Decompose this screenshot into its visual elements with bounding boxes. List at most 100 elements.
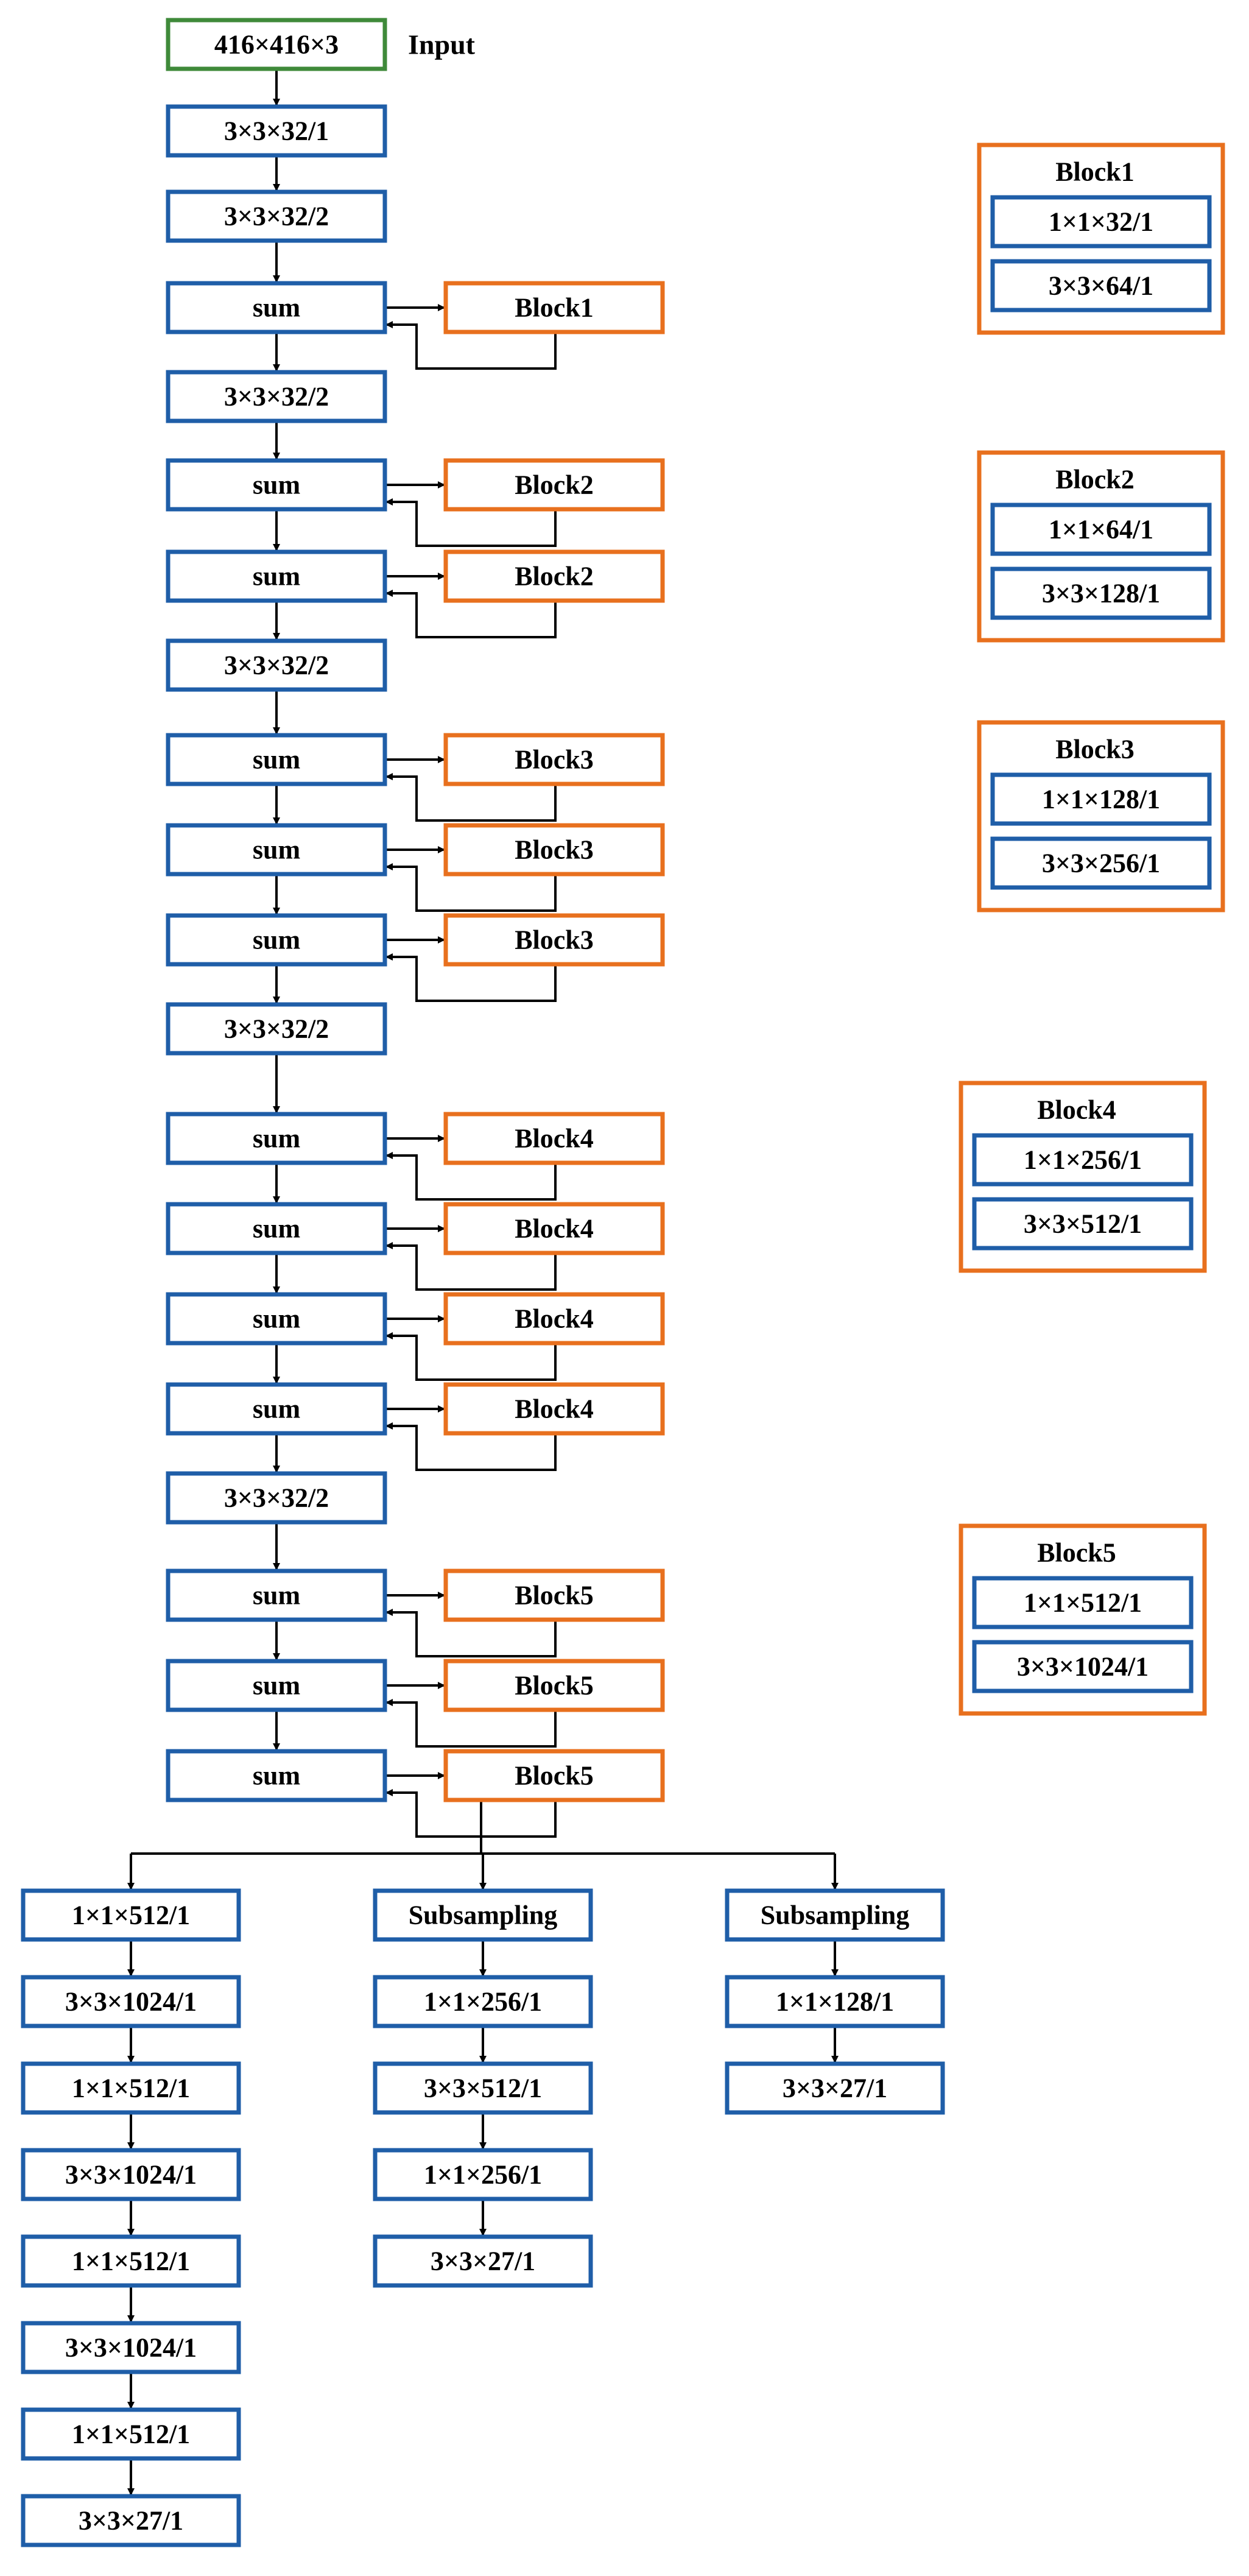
head1-layer-3-border (21, 2061, 241, 2115)
stage4-sum-3-label: sum (253, 1304, 300, 1334)
stage4-sum-4-border (166, 1382, 387, 1436)
legend-block3-layer-2-border (990, 836, 1212, 890)
legend-block1-layer-1-border (990, 195, 1212, 249)
head2-layer-2: 1×1×256/1 (373, 1975, 593, 2028)
stage3-sum-2-label: sum (253, 835, 300, 865)
input-box: 416×416×3 (166, 18, 387, 71)
head1-layer-4-border (21, 2148, 241, 2201)
head1-layer-5: 1×1×512/1 (21, 2234, 241, 2288)
head3-layer-2: 1×1×128/1 (725, 1975, 945, 2028)
head2-layer-1: Subsampling (373, 1888, 593, 1942)
stage3-sum-3-border (166, 913, 387, 967)
head1-layer-6-border (21, 2321, 241, 2374)
stage3-block-1: Block3 (443, 733, 665, 786)
stage1-block-1-border (443, 281, 665, 334)
legend-block4-layer-1: 1×1×256/1 (972, 1133, 1194, 1187)
stage4-block-4-label: Block4 (515, 1394, 594, 1424)
stage3-block-1-label: Block3 (515, 745, 594, 775)
stage4-sum-1: sum (166, 1112, 387, 1165)
stage1-block-1-label: Block1 (515, 293, 594, 323)
stage5-block-3-label: Block5 (515, 1761, 594, 1791)
stage4-block-3-label: Block4 (515, 1304, 594, 1334)
stage4-block-2-label: Block4 (515, 1214, 594, 1244)
stage5-sum-1: sum (166, 1569, 387, 1622)
legend-block4-layer-2-border (972, 1197, 1194, 1251)
stage5-sum-3-label: sum (253, 1761, 300, 1791)
legend-block2-layer-1-border (990, 503, 1212, 556)
legend-block4-layer-2-label: 3×3×512/1 (1024, 1209, 1142, 1239)
stage5-block-3: Block5 (443, 1749, 665, 1802)
head2-layer-4-label: 1×1×256/1 (424, 2160, 542, 2190)
stage5-sum-1-label: sum (253, 1581, 300, 1611)
stage4-sum-1-border (166, 1112, 387, 1165)
stage3-sum-1-residual-return-arrow (385, 773, 557, 822)
legend-block5-layer-2: 3×3×1024/1 (972, 1640, 1194, 1693)
head1-layer-6: 3×3×1024/1 (21, 2321, 241, 2374)
stage2-sum-2-label: sum (253, 562, 300, 591)
head1-layer-1-label: 1×1×512/1 (72, 1900, 190, 1930)
legend-block3-layer-2: 3×3×256/1 (990, 836, 1212, 890)
legend-block5: Block5 1×1×512/1 3×3×1024/1 (959, 1523, 1207, 1716)
stage3-block-3-border (443, 913, 665, 967)
conv-layer-conv_2: 3×3×32/2 (166, 189, 387, 243)
legend-block5-layer-1-label: 1×1×512/1 (1024, 1588, 1142, 1618)
stage3-block-3-label: Block3 (515, 925, 594, 955)
stage2-sum-1: sum (166, 458, 387, 512)
stage4-sum-1-residual-return-arrow (385, 1152, 557, 1201)
downsample-layer-4-border (166, 1471, 387, 1525)
stage3-sum-3-label: sum (253, 925, 300, 955)
head2-layer-3-border (373, 2061, 593, 2115)
legend-block5-title: Block5 (1037, 1538, 1116, 1568)
stage1-sum-1: sum (166, 281, 387, 334)
head3-layer-3-label: 3×3×27/1 (783, 2073, 887, 2103)
stage5-sum-2-border (166, 1659, 387, 1712)
stage4-sum-2: sum (166, 1202, 387, 1255)
stage4-block-1-label: Block4 (515, 1124, 594, 1154)
connector-layer (127, 69, 839, 2496)
stage4-sum-4: sum (166, 1382, 387, 1436)
stage3-block-2: Block3 (443, 823, 665, 877)
conv-layer-conv_2-border (166, 189, 387, 243)
stage5-block-1-label: Block5 (515, 1581, 594, 1611)
stage5-sum-3: sum (166, 1749, 387, 1802)
stage5-sum-2-label: sum (253, 1671, 300, 1701)
downsample-layer-3-border (166, 1002, 387, 1056)
stage4-block-3: Block4 (443, 1292, 665, 1346)
downsample-layer-2-label: 3×3×32/2 (224, 651, 329, 680)
head3-layer-3: 3×3×27/1 (725, 2061, 945, 2115)
head1-layer-1-border (21, 1888, 241, 1942)
head1-layer-2: 3×3×1024/1 (21, 1975, 241, 2028)
conv-layer-conv_1-label: 3×3×32/1 (224, 116, 329, 146)
head3-layer-1: Subsampling (725, 1888, 945, 1942)
stage3-sum-3-residual-return-arrow (385, 953, 557, 1002)
legend-block3-layer-1-border (990, 772, 1212, 826)
head1-layer-7-border (21, 2407, 241, 2461)
stage2-block-1-label: Block2 (515, 470, 594, 500)
head1-layer-8: 3×3×27/1 (21, 2494, 241, 2547)
legend-block3-layer-1: 1×1×128/1 (990, 772, 1212, 826)
legend-block5-layer-2-border (972, 1640, 1194, 1693)
stage2-block-2-border (443, 549, 665, 603)
stage4-sum-2-label: sum (253, 1214, 300, 1244)
stage5-block-2-border (443, 1659, 665, 1712)
stage4-block-3-border (443, 1292, 665, 1346)
legend-block3-layer-1-label: 1×1×128/1 (1042, 785, 1160, 814)
legend-block5-layer-1: 1×1×512/1 (972, 1576, 1194, 1629)
legend-block2-layer-2-label: 3×3×128/1 (1042, 579, 1160, 609)
downsample-layer-1: 3×3×32/2 (166, 370, 387, 423)
stage4-sum-1-label: sum (253, 1124, 300, 1154)
legend-block1-layer-1-label: 1×1×32/1 (1049, 207, 1153, 237)
head2-layer-3: 3×3×512/1 (373, 2061, 593, 2115)
stage5-sum-2: sum (166, 1659, 387, 1712)
stage5-sum-2-residual-return-arrow (385, 1699, 557, 1748)
head2-layer-1-label: Subsampling (409, 1900, 558, 1930)
block-legend: Block11×1×32/13×3×64/1Block21×1×64/13×3×… (959, 143, 1225, 1716)
stage3-block-2-border (443, 823, 665, 877)
stage2-sum-2-residual-return-arrow (385, 590, 557, 638)
head1-layer-1: 1×1×512/1 (21, 1888, 241, 1942)
stage4-block-2: Block4 (443, 1202, 665, 1255)
stage2-block-2: Block2 (443, 549, 665, 603)
